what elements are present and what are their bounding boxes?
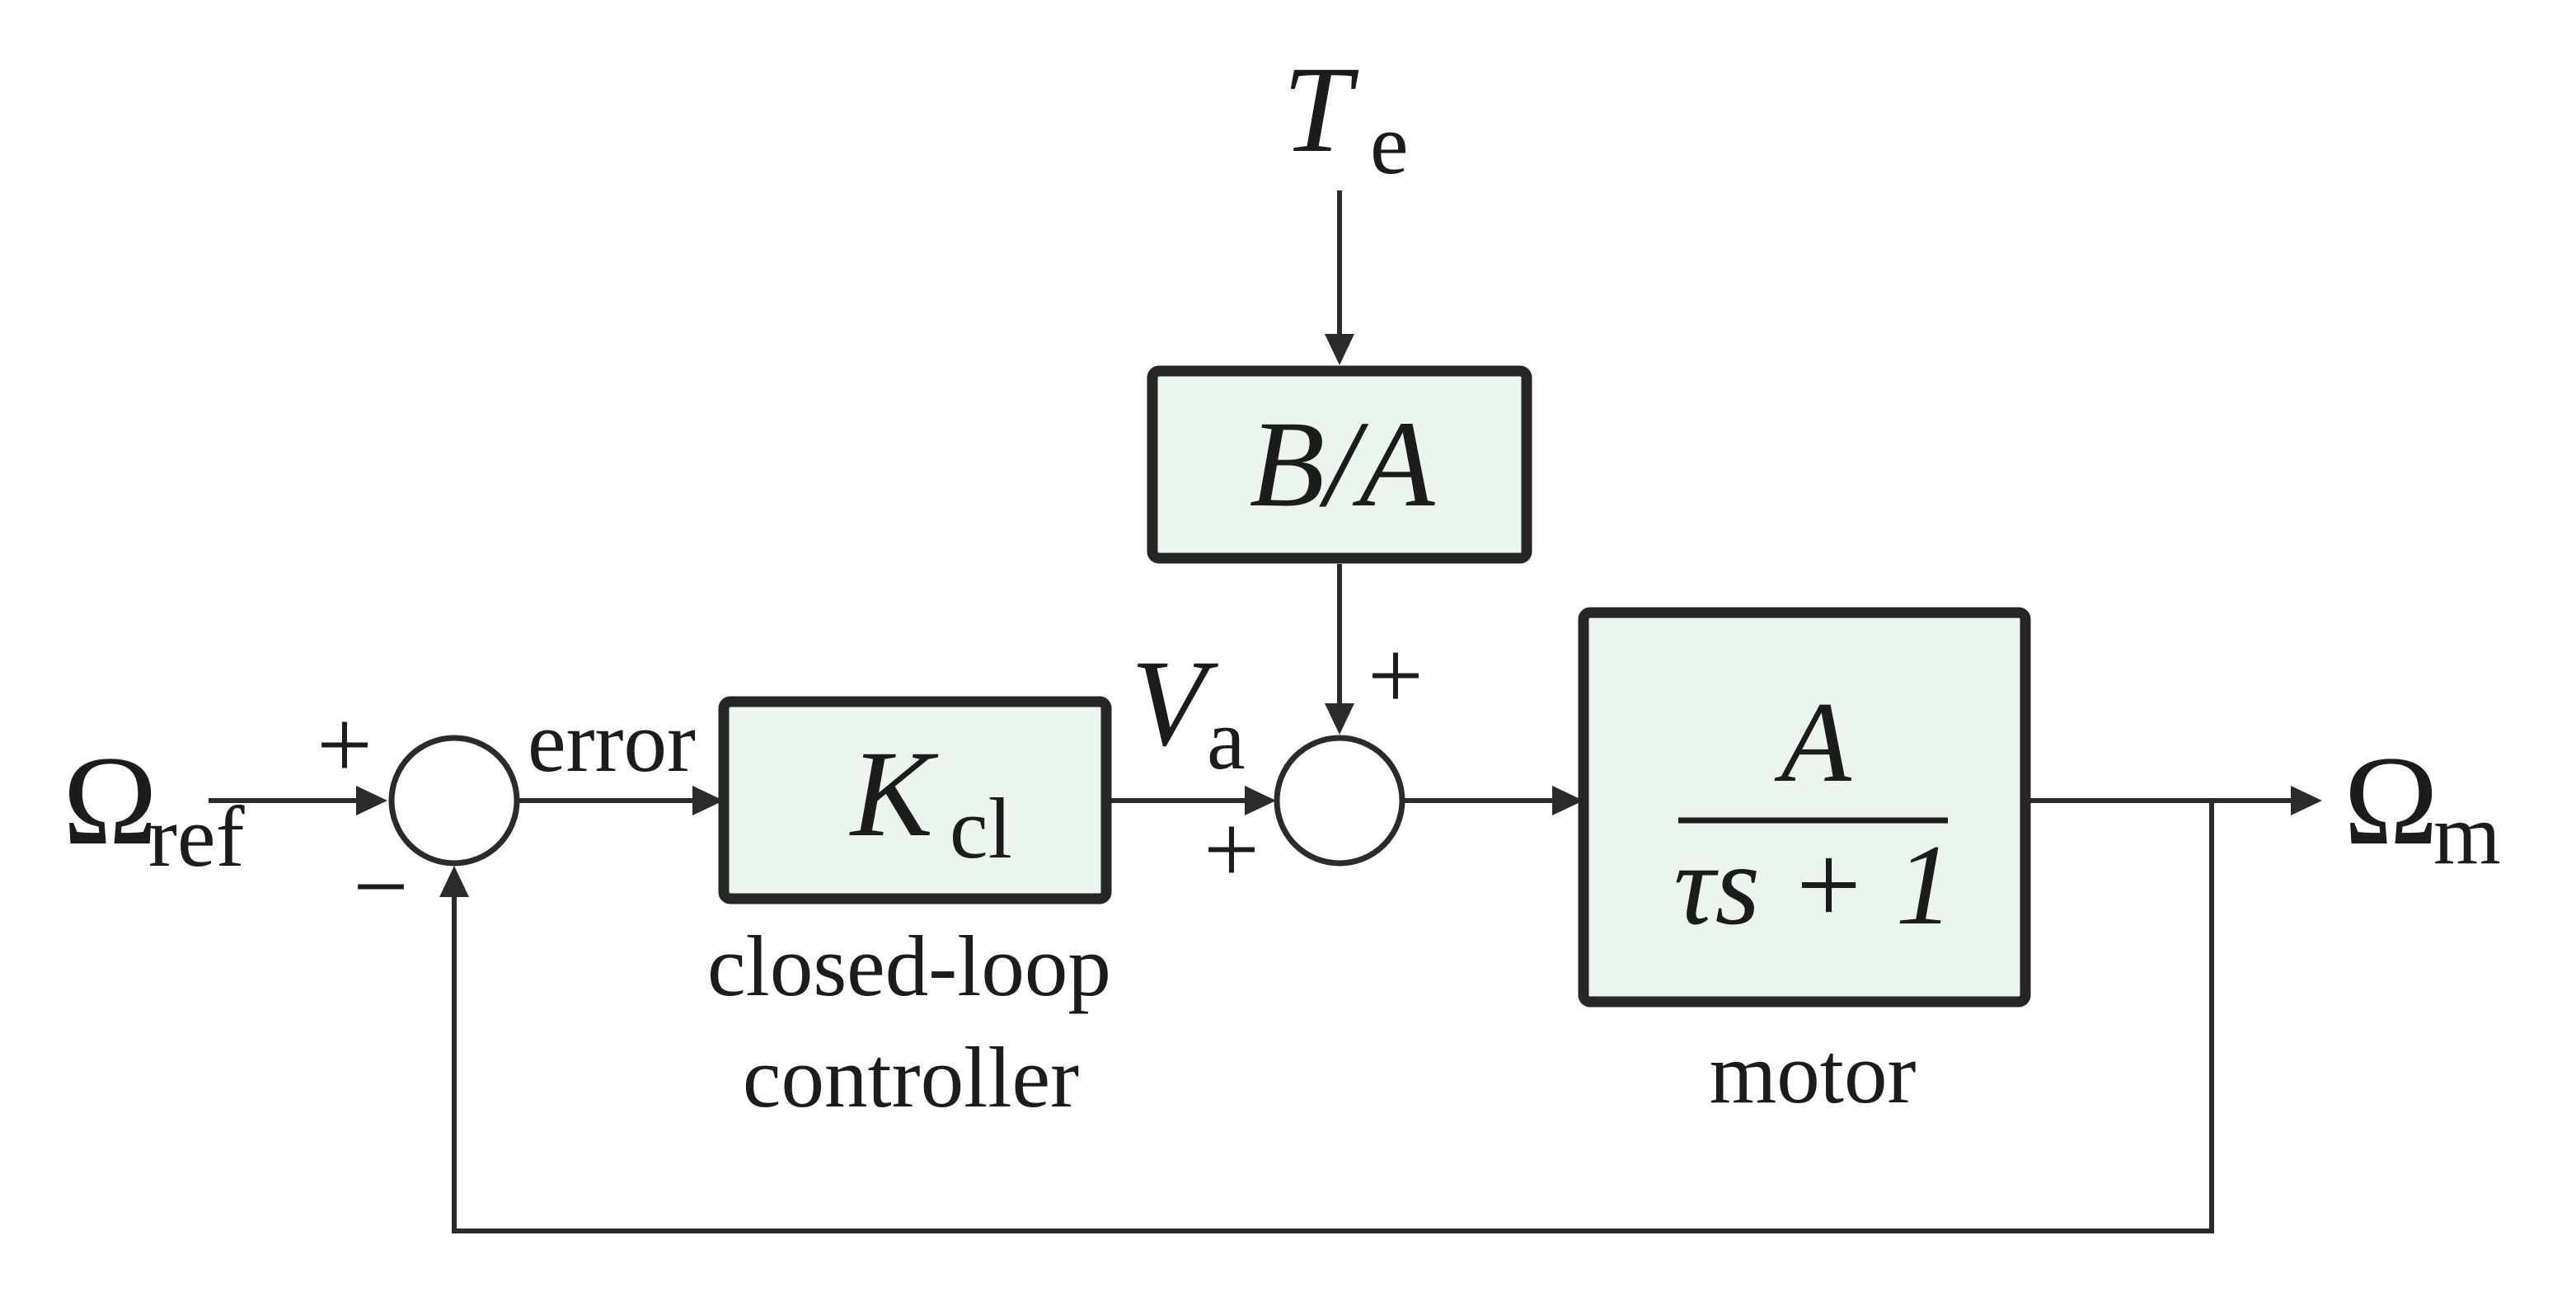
arrowhead-disturbance-to-sum2 — [1325, 703, 1354, 735]
error-label: error — [528, 693, 696, 790]
arrowhead-error-signal — [692, 786, 724, 815]
motor-tf-denominator: τs + 1 — [1673, 821, 1953, 949]
load-torque-subscript: e — [1370, 96, 1409, 192]
sum2-plus-sign-input: + — [1204, 795, 1260, 904]
motor-tf-numerator: A — [1774, 679, 1851, 806]
sum1-minus-sign: − — [353, 832, 409, 942]
armature-voltage-label: V — [1131, 635, 1219, 772]
controller-gain-subscript: cl — [950, 780, 1012, 876]
summing-junction-1 — [388, 735, 520, 867]
armature-voltage-subscript: a — [1207, 691, 1246, 787]
load-torque-label: T — [1283, 41, 1359, 178]
motor-speed-label: Ω — [2344, 730, 2438, 871]
arrowhead-reference-input — [356, 786, 387, 815]
motor-speed-subscript: m — [2433, 786, 2501, 882]
arrowhead-sum2-to-motor — [1552, 786, 1584, 815]
controller-caption-line2: controller — [743, 1029, 1079, 1125]
controller-caption-line1: closed-loop — [707, 918, 1111, 1014]
controller-block — [718, 696, 1112, 904]
arrowhead-load-torque-input — [1325, 334, 1354, 365]
controller-gain-symbol: K — [849, 726, 939, 862]
reference-speed-subscript: ref — [148, 788, 245, 885]
motor-caption: motor — [1710, 1025, 1917, 1121]
disturbance-gain-label: B/A — [1250, 396, 1436, 533]
arrowhead-feedback-into-sum1 — [439, 866, 469, 897]
disturbance-block — [1147, 365, 1532, 564]
motor-block — [1578, 607, 2031, 1008]
arrowhead-motor-output — [2291, 786, 2322, 815]
arrowhead-controller-output — [1245, 786, 1276, 815]
summing-junction-2 — [1274, 735, 1405, 867]
reference-speed-label: Ω — [63, 730, 157, 871]
sum2-plus-sign-disturbance: + — [1368, 621, 1424, 731]
sum1-plus-sign: + — [317, 690, 373, 800]
